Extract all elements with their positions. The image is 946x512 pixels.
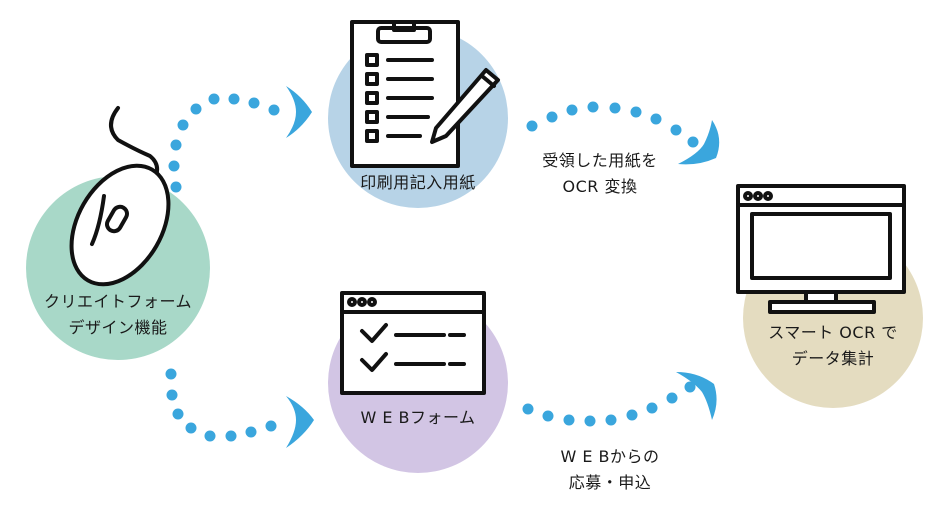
arrow-paper-to-ocr	[526, 101, 720, 165]
web-to-ocr-label-1: W E Bからの	[560, 447, 660, 466]
arrow-design-to-web	[165, 368, 314, 448]
form-design-label-1: クリエイトフォーム	[43, 292, 193, 311]
mouse-icon	[69, 106, 171, 287]
ocr-label-1: スマート OCR で	[768, 323, 898, 342]
monitor-icon	[736, 184, 906, 314]
web-form-label: W E Bフォーム	[360, 408, 476, 427]
form-design-label-2: デザイン機能	[68, 318, 168, 337]
clipboard-checklist-icon	[350, 20, 500, 168]
paper-form-label: 印刷用記入用紙	[360, 173, 476, 192]
web-to-ocr-label-2: 応募・申込	[568, 473, 652, 492]
paper-to-ocr-label-2: OCR 変換	[562, 177, 638, 196]
arrow-web-to-ocr	[522, 372, 717, 427]
browser-checklist-icon	[340, 291, 486, 395]
arrow-design-to-paper	[168, 86, 312, 193]
ocr-label-2: データ集計	[791, 349, 875, 368]
paper-to-ocr-label-1: 受領した用紙を	[542, 151, 658, 170]
